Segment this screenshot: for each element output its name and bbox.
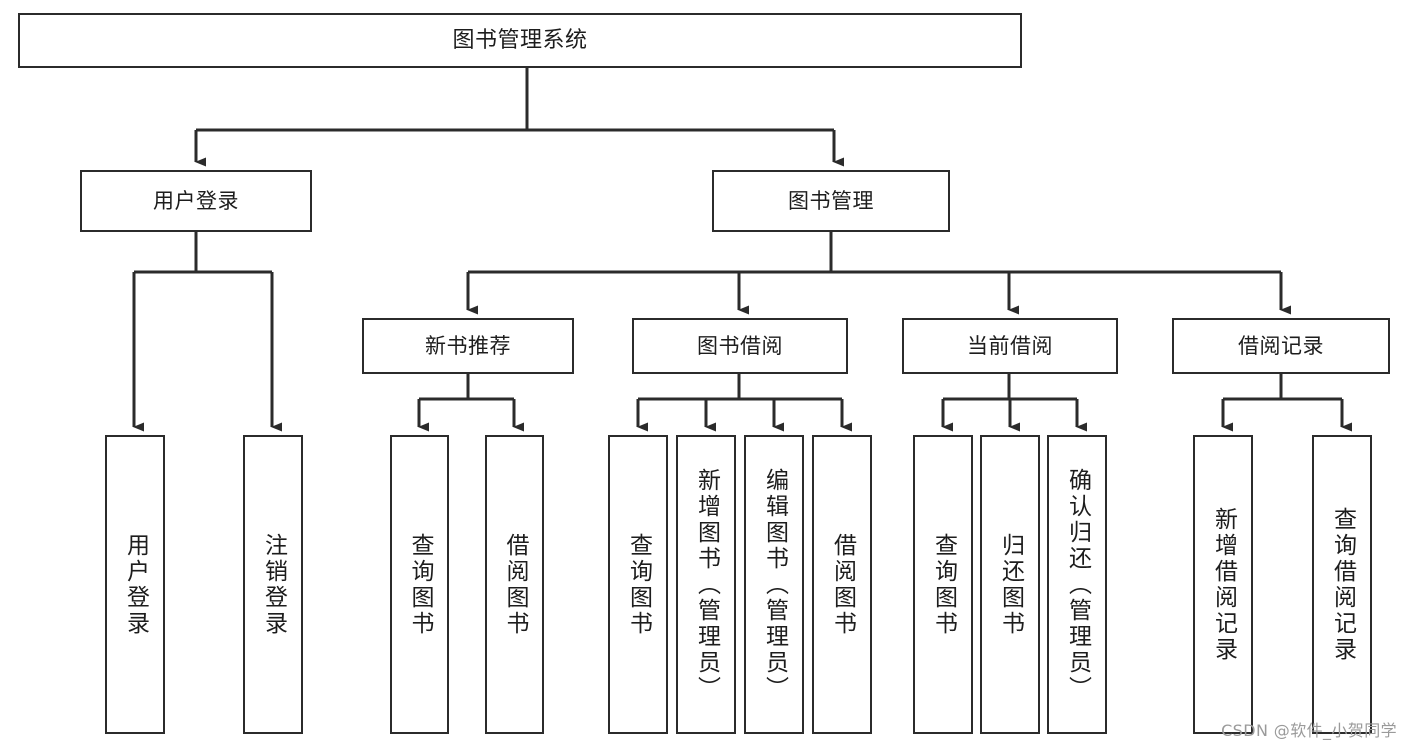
node-label: 编辑图书（管理员）: [761, 467, 788, 702]
node-leaf-return-book[interactable]: 归还图书: [980, 435, 1040, 734]
node-label: 图书管理: [788, 188, 874, 213]
node-label: 注销登录: [260, 532, 287, 637]
node-label: 图书借阅: [697, 333, 783, 358]
node-leaf-query-book-3[interactable]: 查询图书: [913, 435, 973, 734]
node-leaf-edit-book[interactable]: 编辑图书（管理员）: [744, 435, 804, 734]
node-book-borrow[interactable]: 图书借阅: [632, 318, 848, 374]
node-leaf-user-login[interactable]: 用户登录: [105, 435, 165, 734]
node-label: 新增借阅记录: [1210, 506, 1237, 663]
node-leaf-query-book-1[interactable]: 查询图书: [390, 435, 449, 734]
node-leaf-logout-login[interactable]: 注销登录: [243, 435, 303, 734]
node-label: 查询借阅记录: [1329, 506, 1356, 663]
node-leaf-borrow-book-1[interactable]: 借阅图书: [485, 435, 544, 734]
node-root-book-management-system[interactable]: 图书管理系统: [18, 13, 1022, 68]
node-label: 确认归还（管理员）: [1064, 467, 1091, 702]
node-label: 借阅图书: [502, 532, 528, 637]
node-borrow-record[interactable]: 借阅记录: [1172, 318, 1390, 374]
csdn-watermark: CSDN @软件_小贺同学: [1221, 721, 1397, 740]
node-leaf-add-borrow-record[interactable]: 新增借阅记录: [1193, 435, 1253, 734]
node-new-book-recommendation[interactable]: 新书推荐: [362, 318, 574, 374]
node-label: 用户登录: [153, 188, 239, 213]
node-label: 查询图书: [930, 532, 957, 637]
node-label: 用户登录: [122, 532, 149, 637]
node-leaf-query-book-2[interactable]: 查询图书: [608, 435, 668, 734]
node-user-login[interactable]: 用户登录: [80, 170, 312, 232]
node-leaf-confirm-return[interactable]: 确认归还（管理员）: [1047, 435, 1107, 734]
node-leaf-borrow-book-2[interactable]: 借阅图书: [812, 435, 872, 734]
node-label: 查询图书: [625, 532, 652, 637]
node-label: 归还图书: [997, 532, 1024, 637]
node-leaf-add-book[interactable]: 新增图书（管理员）: [676, 435, 736, 734]
node-book-manage[interactable]: 图书管理: [712, 170, 950, 232]
node-label: 查询图书: [407, 532, 433, 637]
node-label: 图书管理系统: [452, 27, 588, 53]
node-leaf-query-borrow-record[interactable]: 查询借阅记录: [1312, 435, 1372, 734]
node-label: 新增图书（管理员）: [693, 467, 720, 702]
node-label: 当前借阅: [967, 333, 1053, 358]
node-label: 新书推荐: [425, 333, 511, 358]
node-label: 借阅图书: [829, 532, 856, 637]
node-current-borrow[interactable]: 当前借阅: [902, 318, 1118, 374]
node-label: 借阅记录: [1238, 333, 1324, 358]
